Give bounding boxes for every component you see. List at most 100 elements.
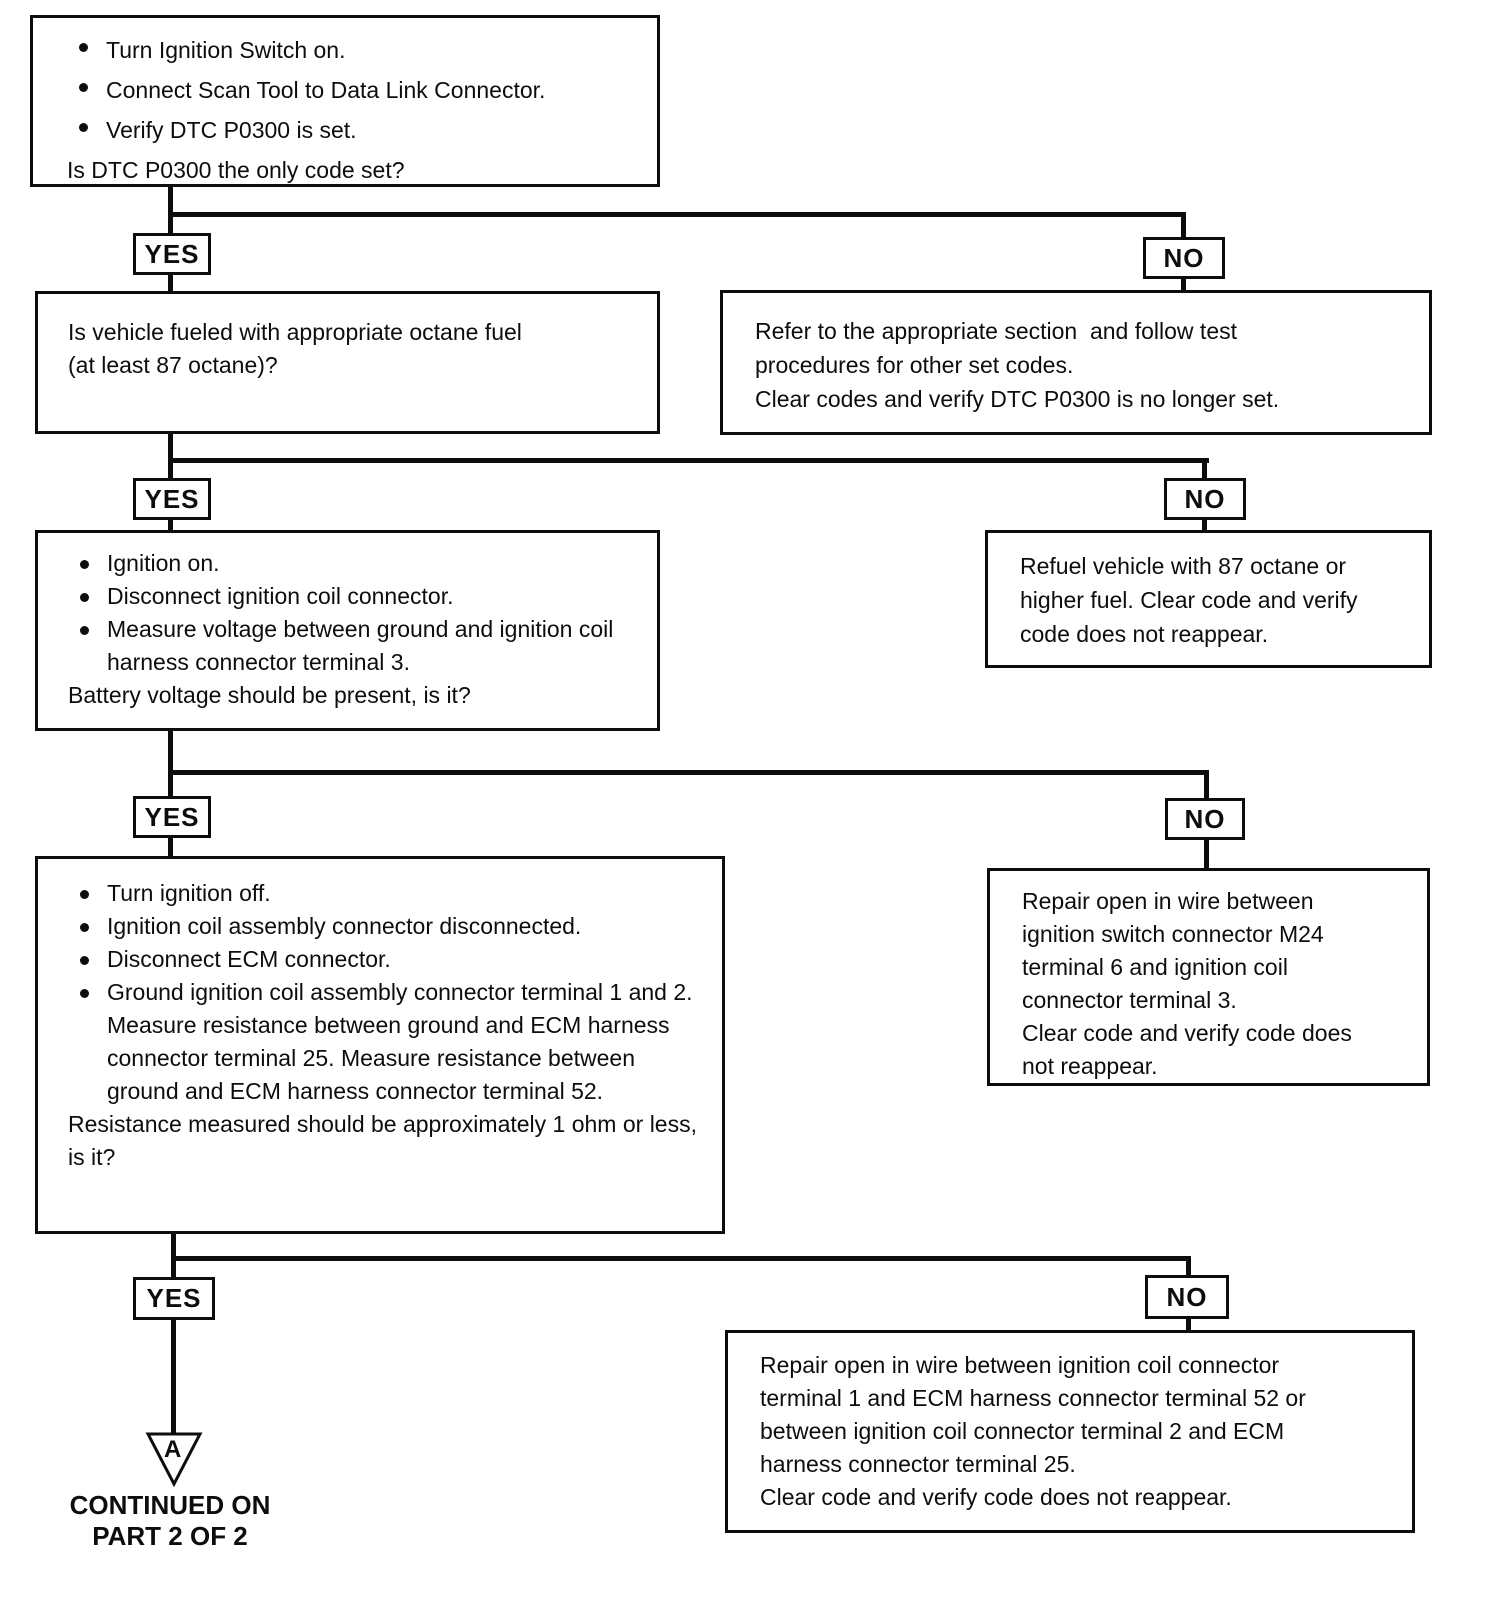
node-text: terminal 6 and ignition coil: [1022, 954, 1288, 980]
bullet-icon: [79, 83, 88, 92]
connector-line: [1181, 212, 1186, 237]
step-text: Disconnect ECM connector.: [107, 946, 391, 972]
caption-line: CONTINUED ON: [69, 1490, 271, 1520]
yes-text: YES: [144, 483, 200, 514]
yes-branch-label-1: YES: [133, 233, 211, 275]
start-node: Turn Ignition Switch on. Connect Scan To…: [30, 15, 660, 187]
no-text: NO: [1184, 483, 1226, 514]
no-text: NO: [1184, 803, 1226, 834]
off-page-connector-triangle: [145, 1432, 203, 1487]
node-text: Repair open in wire between: [1022, 888, 1314, 914]
connector-line: [168, 838, 173, 856]
list-item: Measure voltage between ground and ignit…: [68, 613, 647, 679]
list-item: Disconnect ECM connector.: [68, 943, 710, 976]
node-text: Refuel vehicle with 87 octane or: [1020, 553, 1347, 579]
list-item: Turn Ignition Switch on.: [67, 30, 641, 70]
yes-text: YES: [146, 1283, 202, 1313]
node-text: procedures for other set codes.: [755, 352, 1074, 378]
step-text: Turn Ignition Switch on.: [106, 37, 346, 63]
node-text: connector terminal 3.: [1022, 987, 1237, 1013]
node-text: code does not reappear.: [1020, 621, 1269, 647]
bullet-icon: [80, 626, 89, 635]
list-item: Disconnect ignition coil connector.: [68, 580, 647, 613]
yes-text: YES: [144, 238, 200, 269]
caption-line: PART 2 OF 2: [92, 1521, 248, 1551]
node-text: ignition switch connector M24: [1022, 921, 1324, 947]
node-text: Clear code and verify code does: [1022, 1020, 1352, 1046]
node-text: (at least 87 octane)?: [68, 352, 278, 378]
branch-line: [171, 1256, 1191, 1261]
node-text: Refer to the appropriate section and fol…: [755, 318, 1238, 344]
branch-line: [168, 458, 1209, 463]
step-text: Measure voltage between ground and ignit…: [107, 616, 614, 675]
voltage-check-node: Ignition on. Disconnect ignition coil co…: [35, 530, 660, 731]
bullet-icon: [80, 989, 89, 998]
question-text: Resistance measured should be approximat…: [68, 1111, 704, 1170]
connector-line: [168, 520, 173, 530]
repair-coil-wire-node: Repair open in wire between ignition coi…: [725, 1330, 1415, 1533]
step-text: Ignition coil assembly connector disconn…: [107, 913, 582, 939]
other-codes-action-node: Refer to the appropriate section and fol…: [720, 290, 1432, 435]
bullet-icon: [79, 123, 88, 132]
branch-line: [168, 212, 1186, 217]
connector-line: [1204, 770, 1209, 798]
list-item: Turn ignition off.: [68, 877, 710, 910]
yes-branch-label-2: YES: [133, 478, 211, 520]
connector-line: [1202, 458, 1207, 478]
no-branch-label-1: NO: [1143, 237, 1225, 279]
list-item: Connect Scan Tool to Data Link Connector…: [67, 70, 641, 110]
bullet-icon: [79, 43, 88, 52]
no-branch-label-2: NO: [1164, 478, 1246, 520]
no-text: NO: [1166, 1281, 1208, 1312]
step-text: Ground ignition coil assembly connector …: [107, 979, 693, 1104]
connector-line: [171, 1234, 176, 1277]
no-branch-label-3: NO: [1165, 798, 1245, 840]
no-text: NO: [1163, 242, 1205, 273]
step-text: Verify DTC P0300 is set.: [106, 117, 357, 143]
step-text: Disconnect ignition coil connector.: [107, 583, 454, 609]
bullet-icon: [80, 560, 89, 569]
connector-line: [168, 275, 173, 291]
continuation-caption: CONTINUED ON PART 2 OF 2: [50, 1490, 290, 1552]
node-text: Clear code and verify code does not reap…: [760, 1484, 1232, 1510]
node-text: Is vehicle fueled with appropriate octan…: [68, 319, 522, 345]
bullet-icon: [80, 890, 89, 899]
node-text: terminal 1 and ECM harness connector ter…: [760, 1385, 1306, 1411]
list-item: Ground ignition coil assembly connector …: [68, 976, 710, 1108]
connector-line: [171, 1320, 176, 1434]
connector-line: [1202, 520, 1207, 530]
branch-line: [168, 770, 1209, 775]
yes-text: YES: [144, 801, 200, 832]
node-text: Clear codes and verify DTC P0300 is no l…: [755, 386, 1280, 412]
step-text: Turn ignition off.: [107, 880, 271, 906]
bullet-icon: [80, 923, 89, 932]
no-branch-label-4: NO: [1145, 1275, 1229, 1319]
connector-line: [1204, 840, 1209, 868]
step-text: Ignition on.: [107, 550, 220, 576]
list-item: Ignition on.: [68, 547, 647, 580]
connector-line: [168, 434, 173, 478]
connector-line: [1181, 279, 1186, 290]
question-text: Battery voltage should be present, is it…: [68, 682, 471, 708]
step-text: Connect Scan Tool to Data Link Connector…: [106, 77, 546, 103]
bullet-icon: [80, 956, 89, 965]
connector-line: [1186, 1256, 1191, 1275]
octane-question-node: Is vehicle fueled with appropriate octan…: [35, 291, 660, 434]
resistance-check-node: Turn ignition off. Ignition coil assembl…: [35, 856, 725, 1234]
question-text: Is DTC P0300 the only code set?: [67, 157, 405, 183]
node-text: higher fuel. Clear code and verify: [1020, 587, 1358, 613]
node-text: not reappear.: [1022, 1053, 1158, 1079]
list-item: Ignition coil assembly connector disconn…: [68, 910, 710, 943]
node-text: harness connector terminal 25.: [760, 1451, 1076, 1477]
connector-line: [168, 731, 173, 796]
node-text: between ignition coil connector terminal…: [760, 1418, 1285, 1444]
repair-switch-wire-node: Repair open in wire between ignition swi…: [987, 868, 1430, 1086]
refuel-action-node: Refuel vehicle with 87 octane or higher …: [985, 530, 1432, 668]
yes-branch-label-4: YES: [133, 1277, 215, 1320]
connector-line: [168, 187, 173, 233]
bullet-icon: [80, 593, 89, 602]
yes-branch-label-3: YES: [133, 796, 211, 838]
list-item: Verify DTC P0300 is set.: [67, 110, 641, 150]
connector-line: [1186, 1319, 1191, 1330]
